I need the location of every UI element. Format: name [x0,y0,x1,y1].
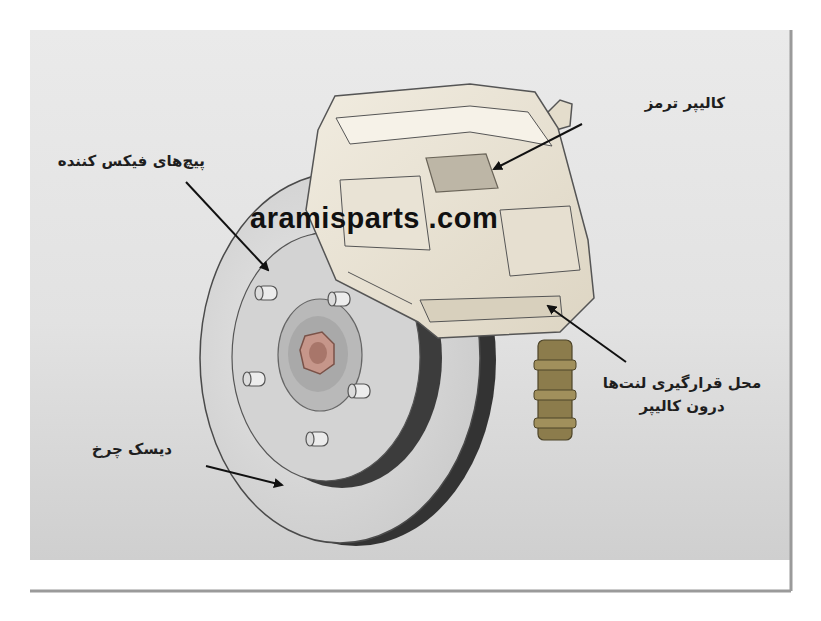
hub-center [278,299,362,411]
part-label: دیسک چرخ [92,438,172,461]
axle-nut [300,332,334,374]
wheel-studs [243,286,370,446]
frame-line [790,30,793,591]
watermark: aramisparts .com [250,196,498,241]
part-label: محل قرارگیری لنت‌ها درون کالیپر [596,372,768,419]
hub-bore [288,316,348,392]
frame-line [30,590,791,593]
part-label: پیچ‌های فیکس کننده [58,150,205,173]
brake-hose-fitting [534,340,576,440]
leader-arrows [186,124,626,485]
backdrop [30,30,790,560]
axle-end [309,342,327,364]
part-label: کالیپر ترمز [645,92,725,115]
